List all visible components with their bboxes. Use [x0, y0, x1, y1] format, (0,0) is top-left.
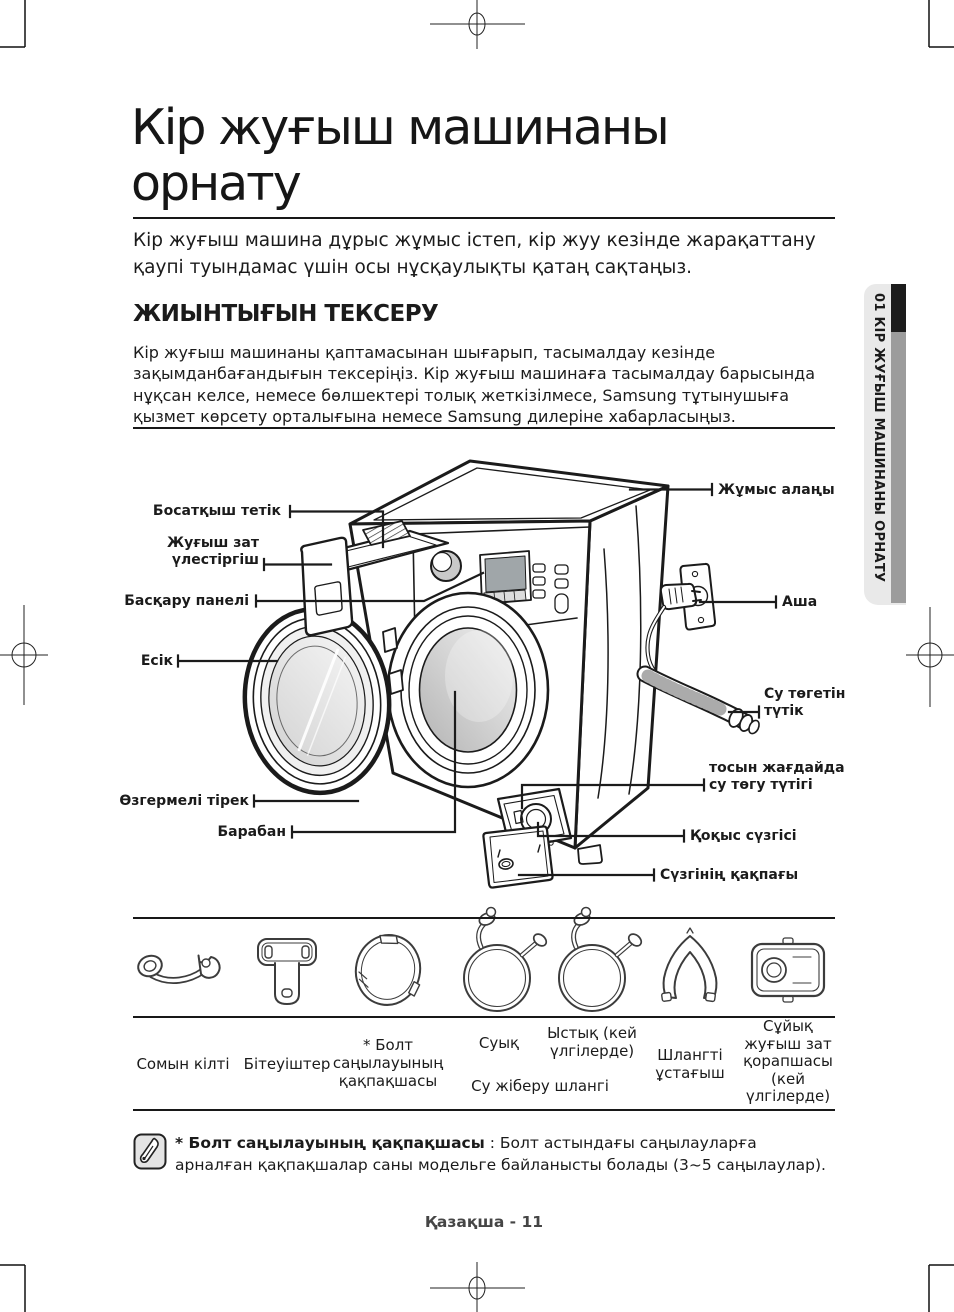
- title-rule: [133, 217, 835, 219]
- leader-lines: [176, 482, 778, 882]
- accessories-rule-bottom: [133, 1109, 835, 1111]
- page-number: Қазақша - 11: [424, 1213, 544, 1231]
- cold-water-hose-icon: [463, 906, 548, 1012]
- hot-water-hose-icon: [558, 906, 643, 1012]
- bolt-hole-cap-icon: [354, 934, 422, 1006]
- accessory-label-spanner: Сомын кілті: [136, 1055, 230, 1073]
- chapter-tab-gray-accent: [891, 332, 906, 603]
- accessory-label-hose-guide: Шлангті ұстағыш: [655, 1046, 725, 1082]
- chapter-tab-label: 01 КІР ЖУҒЫШ МАШИНАНЫ ОРНАТУ: [871, 293, 886, 583]
- label-drum: Барабан: [217, 824, 286, 840]
- drum-illustration: [386, 591, 550, 789]
- label-plug: Аша: [782, 594, 818, 610]
- intro-text: Кір жуғыш машина дұрыс жұмыс істеп, кір …: [133, 230, 816, 278]
- label-debris-filter: Қоқыс сүзгісі: [690, 828, 797, 844]
- filter-illustration: [482, 787, 573, 889]
- accessories-rule-mid: [133, 1016, 835, 1018]
- section-rule: [133, 427, 835, 429]
- chapter-tab-black-accent: [891, 284, 906, 332]
- accessory-icons: [137, 906, 826, 1012]
- section-heading: ЖИЫНТЫҒЫН ТЕКСЕРУ: [133, 301, 439, 327]
- note-bold: * Болт саңылауының қақпақшасы: [175, 1134, 485, 1152]
- accessory-label-hot: Ыстық (кей үлгілерде): [547, 1024, 637, 1060]
- label-adjustable-foot: Өзгермелі тірек: [119, 793, 249, 809]
- label-emergency-drain-tube: тосын жағдайда су төгу түтігі: [709, 760, 845, 793]
- section-body: Кір жуғыш машинаны қаптамасынан шығарып,…: [133, 343, 816, 427]
- accessory-label-detergent-container: Сұйық жуғыш зат қорапшасы (кей үлгілерде…: [743, 1017, 833, 1105]
- drain-hose-illustration: [636, 665, 760, 735]
- label-detergent-dispenser: Жуғыш зат үлестіргіш: [167, 535, 259, 568]
- spanner-icon: [137, 954, 221, 984]
- note-icon: [133, 1133, 167, 1170]
- accessory-label-bolt-hole-cap: * Болт саңылауының қақпақшасы: [332, 1036, 444, 1090]
- accessory-label-inlet-hose: Су жіберу шлангі: [471, 1077, 609, 1095]
- note-body: : Болт астындағы саңылауларға арналған қ…: [175, 1134, 826, 1174]
- label-drain-hose: Су төгетін түтік: [764, 686, 846, 719]
- hose-guide-icon: [661, 927, 718, 1003]
- door-illustration: [242, 606, 392, 796]
- accessory-label-cap-fixers: Бітеуіштер: [243, 1055, 331, 1073]
- power-outlet-illustration: [645, 562, 717, 675]
- label-door: Есік: [140, 653, 173, 669]
- liquid-detergent-container-icon: [750, 937, 826, 1003]
- label-control-panel: Басқару панелі: [124, 593, 249, 609]
- accessory-label-cold: Суық: [478, 1034, 520, 1052]
- label-worktop: Жұмыс алаңы: [718, 482, 835, 498]
- label-release-lever: Босатқыш тетік: [152, 503, 281, 519]
- page-title: Кір жуғыш машинаны орнату: [131, 99, 670, 213]
- cap-fixers-icon: [257, 938, 317, 1005]
- accessories-rule-top: [133, 917, 835, 919]
- note-text: * Болт саңылауының қақпақшасы : Болт аст…: [175, 1132, 835, 1176]
- washing-machine-illustration: [242, 459, 760, 889]
- label-filter-cover: Сүзгінің қақпағы: [660, 867, 799, 883]
